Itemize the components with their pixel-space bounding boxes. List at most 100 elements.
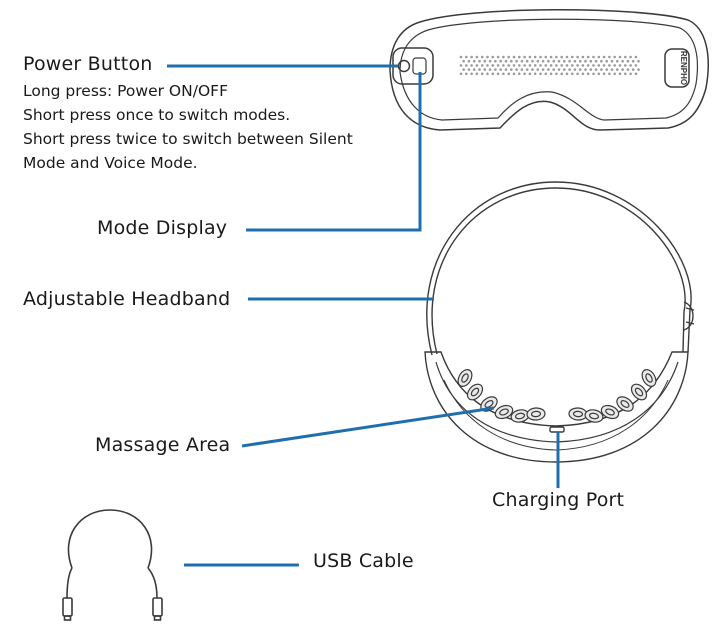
grille-dot: [533, 64, 537, 67]
grille-dot: [533, 72, 537, 76]
leader-line-massage-area: [241, 406, 495, 448]
grille-dot: [499, 68, 503, 71]
airbag-pad-detail: [461, 373, 469, 383]
grille-dot: [512, 64, 516, 67]
grille-dot: [637, 59, 640, 63]
grille-dot: [518, 55, 521, 59]
grille-dot: [502, 55, 505, 59]
grille-dot: [584, 59, 587, 63]
grille-dot: [624, 72, 627, 76]
grille-dot: [555, 72, 558, 76]
charging-port-slot: [549, 426, 565, 433]
grille-dot: [507, 64, 511, 67]
grille-dot: [486, 55, 489, 59]
grille-dot: [472, 59, 476, 63]
airbag-pad: [584, 409, 604, 423]
grille-dot: [592, 72, 595, 76]
grille-dot: [618, 64, 622, 67]
grille-dot: [470, 72, 473, 76]
grille-dot: [549, 55, 553, 59]
grille-dot: [634, 72, 638, 76]
adjustable-headband-inner: [431, 187, 686, 355]
grille-dot: [549, 72, 553, 76]
grille-dot: [472, 68, 476, 71]
grille-dot: [621, 68, 624, 71]
grille-dot: [586, 72, 590, 76]
brand-logo: RENPHO: [679, 51, 688, 85]
grille-dot: [512, 55, 516, 59]
airbag-pad-detail: [484, 400, 494, 408]
grille-dot: [541, 68, 545, 71]
grille-dot: [496, 72, 500, 76]
airbag-pad-detail: [572, 410, 584, 418]
grille-dot: [491, 72, 495, 76]
grille-dot: [507, 55, 511, 59]
grille-dot: [586, 64, 590, 67]
grille-dot: [494, 68, 497, 71]
grille-dot: [613, 55, 616, 59]
grille-dot: [475, 64, 479, 67]
usb-connector-left-tip: [63, 615, 72, 621]
label-usb-cable: USB Cable: [313, 550, 414, 572]
power-desc-line: Short press once to switch modes.: [23, 106, 291, 124]
grille-dot: [592, 55, 595, 59]
grille-dot: [544, 55, 548, 59]
grille-dot: [626, 68, 630, 71]
grille-dot: [483, 59, 487, 63]
grille-dot: [467, 59, 471, 63]
grille-dot: [520, 59, 524, 63]
massage-area-airbags: [457, 369, 657, 423]
grille-dot: [462, 59, 465, 63]
speaker-grille: [459, 55, 640, 76]
grille-dot: [581, 64, 585, 67]
grille-dot: [544, 72, 548, 76]
grille-dot: [515, 68, 518, 71]
grille-dot: [584, 68, 587, 71]
grille-dot: [613, 72, 616, 76]
grille-dot: [467, 68, 471, 71]
airbag-pad: [526, 407, 546, 421]
grille-dot: [571, 55, 574, 59]
grille-dot: [634, 55, 638, 59]
grille-dot: [499, 59, 503, 63]
grille-dot: [608, 72, 611, 76]
grille-dot: [488, 59, 492, 63]
grille-dot: [565, 64, 569, 67]
grille-dot: [624, 55, 627, 59]
grille-dot: [528, 72, 532, 76]
usb-cable-lead-left: [66, 567, 73, 599]
label-adjustable-headband: Adjustable Headband: [23, 288, 231, 310]
grille-dot: [465, 64, 468, 67]
grille-dot: [581, 72, 585, 76]
airbag-pad: [641, 369, 657, 387]
grille-dot: [462, 68, 465, 71]
grille-dot: [557, 59, 561, 63]
grille-dot: [510, 59, 513, 63]
grille-dot: [470, 55, 473, 59]
grille-dot: [552, 59, 555, 63]
brand-logo-badge: [664, 48, 690, 88]
grille-dot: [528, 55, 532, 59]
grille-dot: [610, 68, 614, 71]
power-button-circle: [397, 59, 411, 73]
mask-inner-shell: [399, 18, 699, 121]
grille-dot: [608, 64, 611, 67]
grille-dot: [568, 68, 571, 71]
grille-dot: [631, 59, 635, 63]
grille-dot: [507, 72, 511, 76]
grille-dot: [459, 55, 463, 59]
grille-dot: [629, 64, 632, 67]
grille-dot: [578, 59, 582, 63]
label-massage-area: Massage Area: [95, 434, 231, 456]
grille-dot: [494, 59, 497, 63]
label-charging-port: Charging Port: [492, 489, 625, 511]
usb-cable-coil: [67, 509, 153, 569]
grille-dot: [504, 68, 508, 71]
grille-dot: [523, 55, 526, 59]
label-mode-display: Mode Display: [97, 217, 228, 239]
grille-dot: [602, 64, 606, 67]
grille-dot: [637, 68, 640, 71]
grille-dot: [618, 55, 622, 59]
grille-dot: [531, 68, 534, 71]
label-power-button: Power Button: [23, 53, 153, 75]
